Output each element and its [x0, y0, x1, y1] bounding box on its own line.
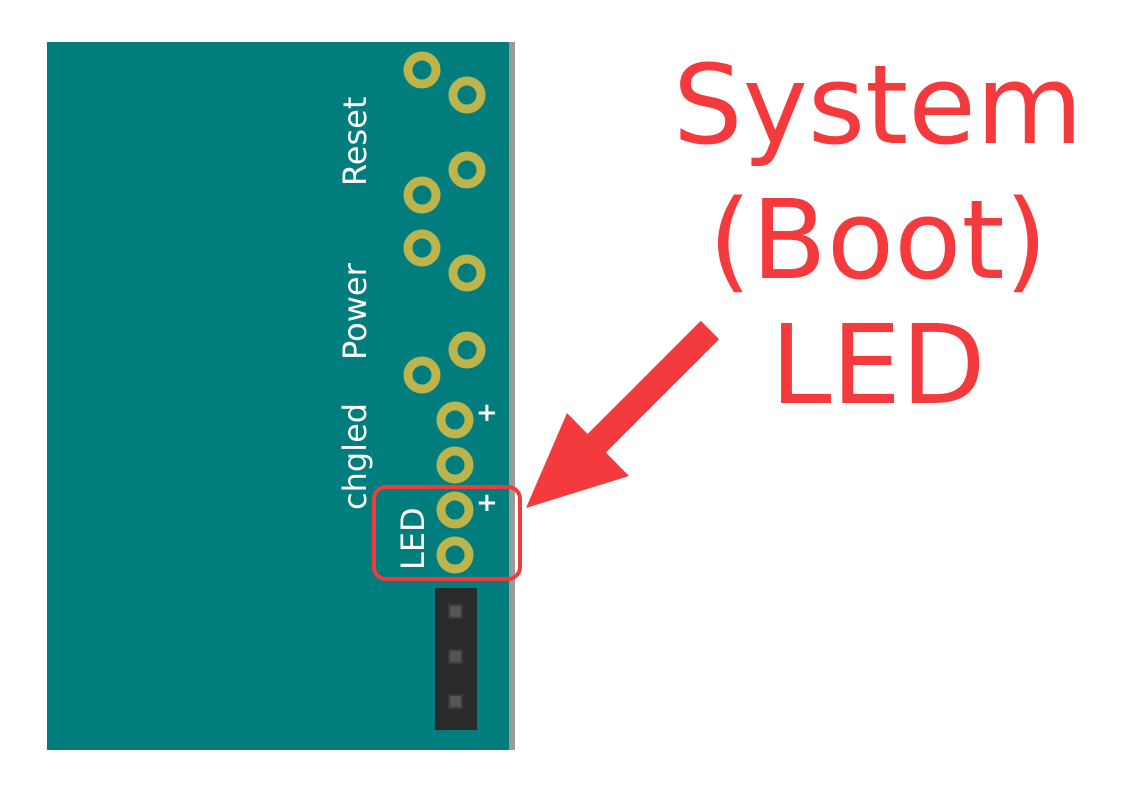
callout-line-1: System — [673, 41, 1083, 169]
header-pin-1 — [448, 604, 463, 619]
plus-mark-led: + — [476, 488, 498, 518]
pad-reset-4 — [403, 176, 441, 214]
arrow-head — [526, 413, 629, 508]
pad-group — [403, 51, 486, 574]
pad-power-2 — [448, 254, 486, 292]
arrow-shaft — [575, 320, 720, 465]
pad-led-2 — [436, 536, 474, 574]
plus-mark-chgled: + — [476, 398, 498, 428]
led-highlight-box — [372, 485, 522, 581]
callout-line-2: (Boot) — [708, 176, 1047, 304]
label-reset: Reset — [336, 97, 374, 186]
pcb-board — [47, 42, 509, 750]
pad-reset-1 — [403, 51, 441, 89]
pad-reset-3 — [448, 151, 486, 189]
label-power: Power — [336, 262, 374, 360]
pad-led-1 — [436, 491, 474, 529]
pad-chgled-2 — [436, 446, 474, 484]
callout-line-3: LED — [770, 301, 986, 429]
header-pin-3 — [448, 694, 463, 709]
pcb-edge — [509, 42, 515, 750]
pad-power-3 — [448, 331, 486, 369]
callout-text: System (Boot) LED — [673, 41, 1083, 429]
pad-reset-2 — [448, 76, 486, 114]
arrow-down-left-icon — [526, 320, 720, 508]
header-pin-2 — [448, 649, 463, 664]
label-chgled: chgled — [336, 403, 374, 510]
label-led: LED — [394, 507, 432, 570]
pad-power-4 — [403, 356, 441, 394]
pad-power-1 — [403, 229, 441, 267]
pin-header — [435, 588, 477, 730]
pad-chgled-1 — [436, 401, 474, 439]
